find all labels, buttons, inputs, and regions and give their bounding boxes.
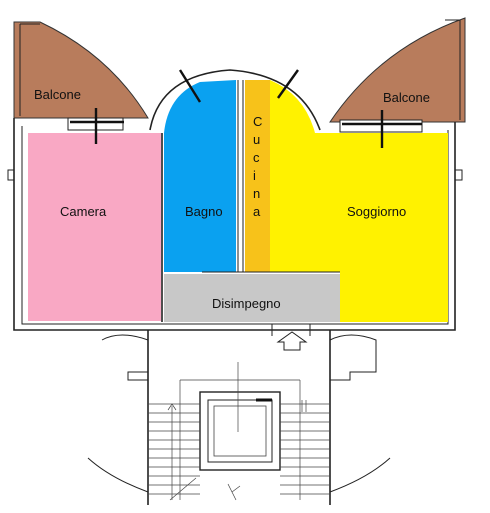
cucina-letter: a (253, 204, 261, 219)
soggiorno-label: Soggiorno (347, 204, 406, 219)
wall-jog-right (455, 169, 463, 181)
stair-treads-right (280, 403, 330, 495)
outer-wall (13, 118, 456, 331)
bagno-area (164, 80, 236, 272)
wall-jog-left (7, 169, 14, 181)
lift-car (213, 405, 267, 457)
balcone-left-area (13, 21, 149, 119)
window-mark-bagno (178, 69, 202, 103)
camera-label: Camera (60, 204, 107, 219)
cucina-letter: n (253, 186, 260, 201)
interior-wall-bagno-cucina (237, 80, 244, 272)
balcone-right-area (329, 17, 466, 123)
cucina-letter: u (253, 132, 260, 147)
lift-shaft-inner (207, 399, 273, 463)
cucina-area (245, 80, 270, 272)
camera-area (28, 133, 161, 321)
soggiorno-area (270, 80, 448, 322)
stair-diagonal (169, 477, 241, 501)
stair-curve-left (87, 457, 149, 493)
balcone-left-rail (19, 23, 40, 116)
stair-column-right (329, 334, 377, 381)
entry-arrow (276, 331, 308, 351)
stair-outer-wall (147, 330, 331, 505)
window-mark-cucina (277, 69, 299, 99)
stair-treads-left (148, 403, 200, 495)
stair-marks-right (301, 400, 307, 412)
cucina-letter: i (253, 168, 256, 183)
stair-arrow-left (167, 403, 177, 500)
stair-curve-right (329, 457, 391, 493)
balcone-right-label: Balcone (383, 90, 430, 105)
disimpegno-area (164, 274, 340, 322)
dome-outline (149, 69, 321, 131)
entry-gap (271, 324, 311, 336)
cucina-letter: C (253, 114, 262, 129)
bagno-label: Bagno (185, 204, 223, 219)
balcone-left-label: Balcone (34, 87, 81, 102)
balcone-right-rail (445, 19, 461, 120)
disimpegno-label: Disimpegno (212, 296, 281, 311)
stair-column-left (101, 334, 149, 381)
lift-shaft-outer (199, 391, 281, 471)
cucina-letter: c (253, 150, 260, 165)
